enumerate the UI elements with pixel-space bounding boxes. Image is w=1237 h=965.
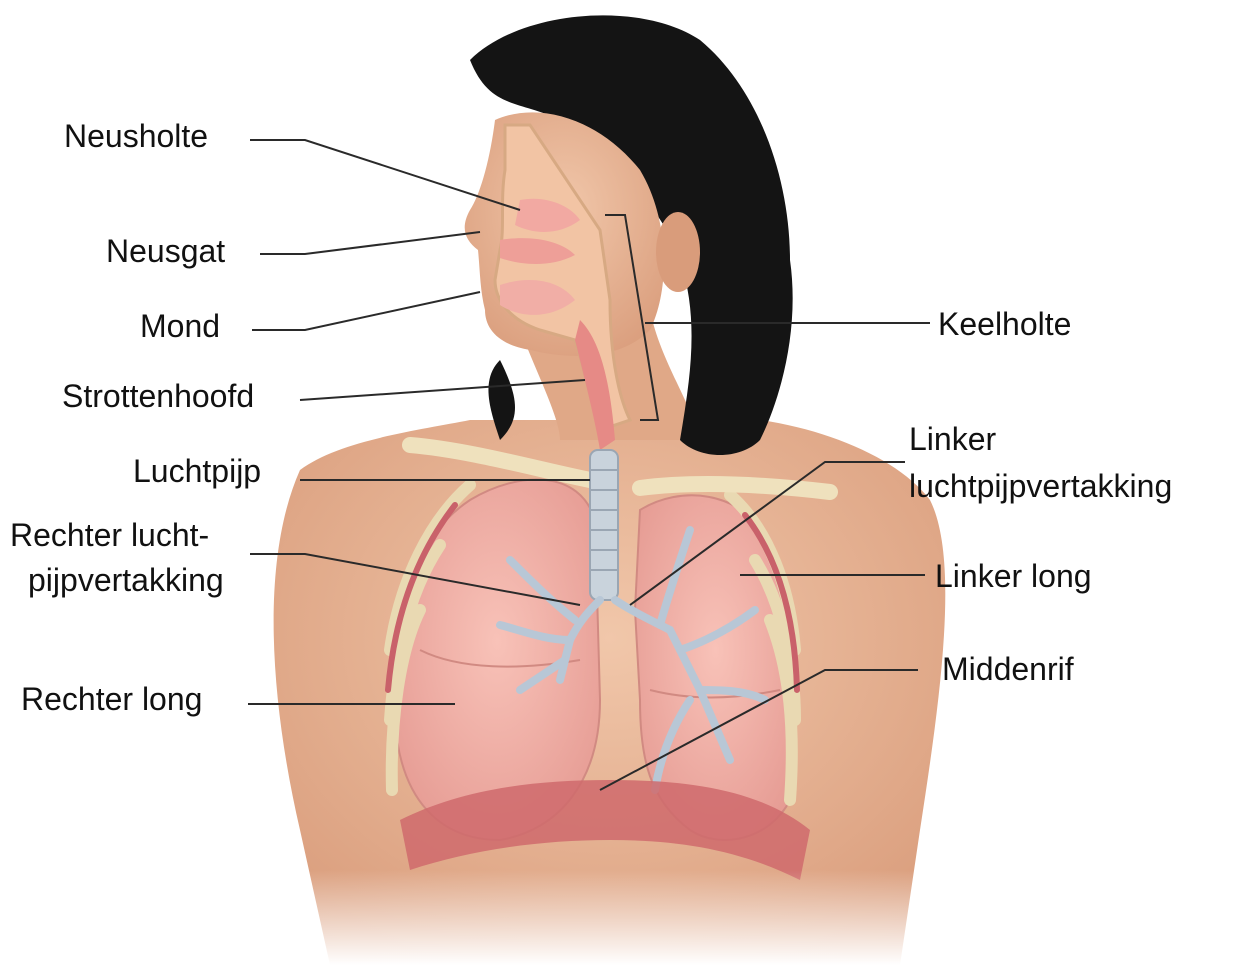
leader-mouth bbox=[252, 292, 480, 330]
label-left-lung: Linker long bbox=[935, 557, 1092, 595]
label-right-lung: Rechter long bbox=[21, 680, 202, 718]
left-clavicle bbox=[640, 484, 830, 492]
leader-larynx bbox=[300, 380, 585, 400]
label-nasal-cavity: Neusholte bbox=[64, 117, 208, 155]
label-left-bronchus-line1: Linker bbox=[909, 420, 996, 458]
label-left-bronchus-line2: luchtpijpvertakking bbox=[909, 467, 1172, 505]
trachea-tube bbox=[590, 450, 618, 600]
label-trachea: Luchtpijp bbox=[133, 452, 261, 490]
label-mouth: Mond bbox=[140, 307, 220, 345]
label-right-bronchus-line1: Rechter lucht- bbox=[10, 516, 209, 554]
label-nostril: Neusgat bbox=[106, 232, 225, 270]
label-right-bronchus-line2: pijpvertakking bbox=[28, 561, 224, 599]
leader-nostril bbox=[260, 232, 480, 254]
label-larynx: Strottenhoofd bbox=[62, 377, 254, 415]
label-pharynx: Keelholte bbox=[938, 305, 1071, 343]
label-diaphragm: Middenrif bbox=[942, 650, 1074, 688]
